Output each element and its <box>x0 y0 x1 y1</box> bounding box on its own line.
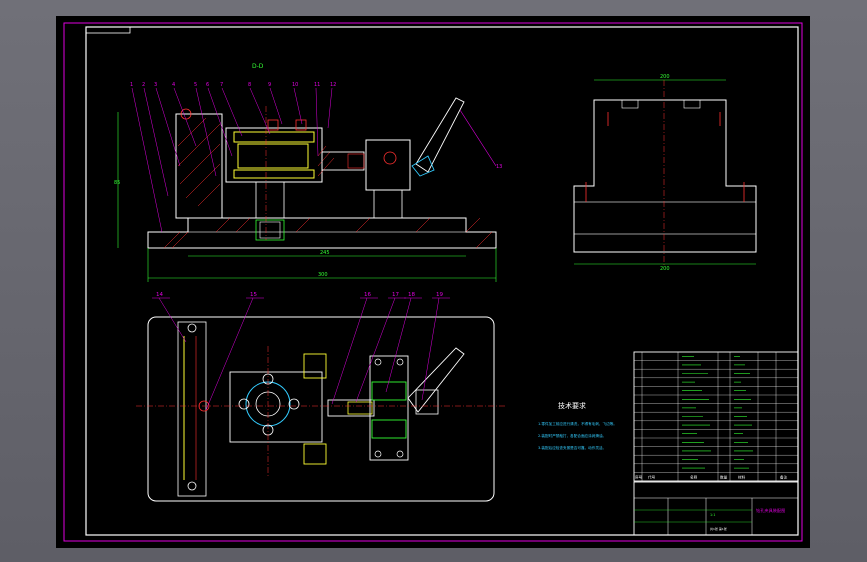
balloon-18: 18 <box>408 292 415 298</box>
dim-side-bottom: 200 <box>660 266 670 272</box>
balloon-15: 15 <box>250 292 257 298</box>
drawing-sheet-no: 共1张 第1张 <box>710 526 727 531</box>
balloon-handle-group: 13 <box>459 109 502 170</box>
tech-title: 技术要求 <box>558 401 586 410</box>
balloons-bottom: 14 15 16 17 18 19 <box>152 292 450 411</box>
balloon-17: 17 <box>392 292 399 298</box>
balloon-3: 3 <box>154 82 157 88</box>
balloon-6: 6 <box>206 82 209 88</box>
front-view: 85 300 245 D-D <box>114 63 497 282</box>
balloon-16: 16 <box>364 292 371 298</box>
dim-front-width: 245 <box>320 250 330 256</box>
dim-front-height: 85 <box>114 180 120 186</box>
side-view: 200 200 <box>573 74 757 272</box>
balloon-11: 11 <box>314 82 320 88</box>
balloon-9: 9 <box>268 82 271 88</box>
tech-note-2: 2.装配时严禁敲打，各配合面应涂润滑油。 <box>538 433 606 438</box>
balloon-12: 12 <box>330 82 336 88</box>
balloon-2: 2 <box>142 82 145 88</box>
title-block: 钻孔夹具装配图 1:1 共1张 第1张 <box>633 481 799 536</box>
bom-header-2: 名称 <box>690 475 698 480</box>
balloon-7: 7 <box>220 82 223 88</box>
dim-side-top: 200 <box>660 74 670 80</box>
bom-header-1: 代号 <box>648 475 656 480</box>
balloon-8: 8 <box>248 82 251 88</box>
balloon-handle: 13 <box>496 164 502 170</box>
parts-list: 序号代号 名称 数量 材料 备注 <box>633 351 799 482</box>
bom-header-4: 材料 <box>738 475 746 480</box>
tech-note-3: 3.装配后应检查夹紧是否可靠，动作灵活。 <box>538 445 606 450</box>
top-view <box>136 316 506 502</box>
drawing-scale: 1:1 <box>710 513 715 517</box>
balloon-4: 4 <box>172 82 175 88</box>
balloon-5: 5 <box>194 82 197 88</box>
bom-header-3: 数量 <box>720 475 728 480</box>
corner-tag <box>85 26 131 34</box>
bom-header-0: 序号 <box>635 475 643 480</box>
bom-header-5: 备注 <box>780 475 788 480</box>
balloon-10: 10 <box>292 82 298 88</box>
dim-front-base: 300 <box>318 272 328 278</box>
outer-frame <box>63 22 803 542</box>
balloon-1: 1 <box>130 82 133 88</box>
section-label: D-D <box>252 63 264 70</box>
drawing-title: 钻孔夹具装配图 <box>756 507 785 514</box>
inner-frame <box>85 26 799 536</box>
tech-note-1: 1.零件加工前应进行清洗，不得有毛刺、飞边等。 <box>538 421 617 426</box>
balloon-14: 14 <box>156 292 163 298</box>
balloon-19: 19 <box>436 292 443 298</box>
